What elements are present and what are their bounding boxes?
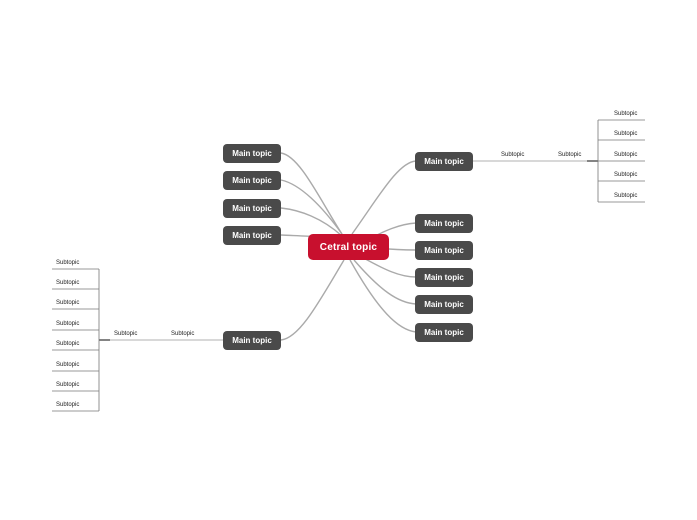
subtopic-label[interactable]: Subtopic <box>56 402 80 408</box>
subtopic-label[interactable]: Subtopic <box>614 193 638 199</box>
subtopic-label[interactable]: Subtopic <box>614 131 638 137</box>
main-topic-node[interactable]: Main topic <box>415 214 473 233</box>
main-topic-node[interactable]: Main topic <box>415 268 473 287</box>
main-topic-node[interactable]: Main topic <box>223 199 281 218</box>
subtopic-label[interactable]: Subtopic <box>56 280 80 286</box>
subtopic-label[interactable]: Subtopic <box>614 152 638 158</box>
subtopic-label[interactable]: Subtopic <box>614 111 638 117</box>
central-topic-node[interactable]: Cetral topic <box>308 234 389 260</box>
main-topic-node[interactable]: Main topic <box>223 171 281 190</box>
main-topic-node[interactable]: Main topic <box>415 241 473 260</box>
subtopic-label[interactable]: Subtopic <box>614 172 638 178</box>
main-topic-node[interactable]: Main topic <box>223 226 281 245</box>
subtopic-label[interactable]: Subtopic <box>56 382 80 388</box>
main-topic-node[interactable]: Main topic <box>415 323 473 342</box>
subtopic-label[interactable]: Subtopic <box>171 331 195 337</box>
subtopic-label[interactable]: Subtopic <box>56 321 80 327</box>
subtopic-label[interactable]: Subtopic <box>558 152 582 158</box>
main-topic-node[interactable]: Main topic <box>415 295 473 314</box>
subtopic-label[interactable]: Subtopic <box>501 152 525 158</box>
subtopic-label[interactable]: Subtopic <box>56 362 80 368</box>
main-topic-node[interactable]: Main topic <box>415 152 473 171</box>
subtopic-label[interactable]: Subtopic <box>56 260 80 266</box>
subtopic-label[interactable]: Subtopic <box>114 331 138 337</box>
main-topic-node[interactable]: Main topic <box>223 144 281 163</box>
main-topic-node[interactable]: Main topic <box>223 331 281 350</box>
subtopic-label[interactable]: Subtopic <box>56 300 80 306</box>
subtopic-label[interactable]: Subtopic <box>56 341 80 347</box>
